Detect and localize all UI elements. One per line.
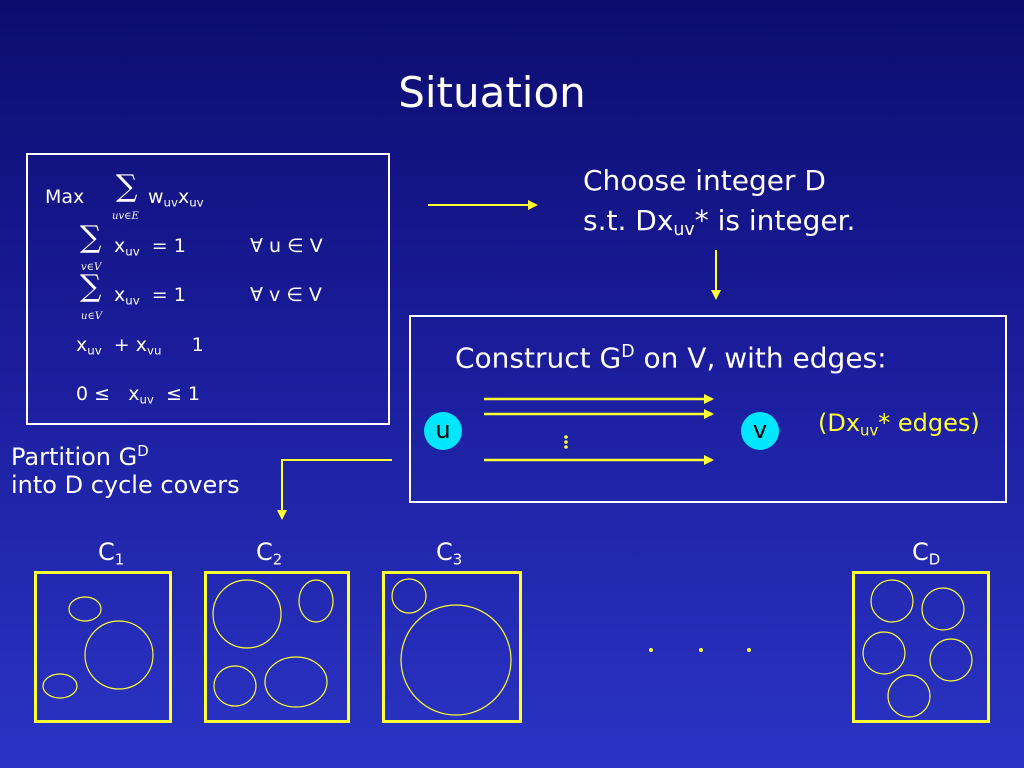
arrow-to-covers xyxy=(281,459,392,516)
cover-label-2: C2 xyxy=(256,538,283,569)
construct-graph-box xyxy=(409,315,1007,503)
cover-label-d: CD xyxy=(912,538,941,569)
cover-d-cycles xyxy=(862,579,973,718)
cycle xyxy=(887,674,931,718)
cover-label-1: C1 xyxy=(98,538,125,569)
cover-label-3: C3 xyxy=(436,538,463,569)
slide-title: Situation xyxy=(398,68,586,117)
covers-ellipsis-dot-1 xyxy=(649,648,653,652)
construct-heading: Construct GD on V, with edges: xyxy=(455,341,887,375)
cycle xyxy=(42,673,78,699)
cycle xyxy=(298,579,334,623)
cycle xyxy=(391,578,427,614)
cycle xyxy=(68,596,102,622)
node-v: v xyxy=(741,412,779,450)
cycle xyxy=(862,631,906,675)
lp-constraint-4: 0 ≤ xuv ≤ 1 xyxy=(76,383,201,407)
node-u: u xyxy=(424,412,462,450)
lp-sum-3: ∑ xyxy=(80,269,102,304)
cycle xyxy=(921,587,965,631)
cycle-cover-box-3 xyxy=(382,571,522,723)
cycle-cover-box-d xyxy=(852,571,990,723)
ellipsis-dot-1 xyxy=(564,435,568,439)
cycle xyxy=(870,579,914,623)
lp-sum-1-index: uv∈E xyxy=(112,211,139,222)
lp-sum-3-index: u∈V xyxy=(81,311,103,322)
partition-line-1: Partition GD xyxy=(11,442,149,471)
edges-count-label: (Dxuv* edges) xyxy=(818,409,980,440)
lp-forall-v: ∀ v ∈ V xyxy=(250,284,322,306)
lp-sum-2: ∑ xyxy=(80,220,102,255)
lp-sum-1: ∑ xyxy=(116,169,138,204)
cycle xyxy=(400,604,512,716)
cover-3-cycles xyxy=(391,578,512,716)
cover-2-cycles xyxy=(212,579,334,708)
lp-formulation-box xyxy=(26,153,390,425)
cycle xyxy=(264,656,328,708)
lp-constraint-3: xuv + xvu 1 xyxy=(76,334,204,358)
cover-1-cycles xyxy=(42,596,154,699)
choose-line-1: Choose integer D xyxy=(583,164,826,197)
ellipsis-dot-2 xyxy=(564,440,568,444)
covers-ellipsis-dot-2 xyxy=(699,648,703,652)
cycle-cover-box-1 xyxy=(34,571,172,723)
cycle xyxy=(213,665,257,707)
cycle xyxy=(929,638,973,682)
lp-forall-u: ∀ u ∈ V xyxy=(250,235,323,257)
choose-line-2: s.t. Dxuv* is integer. xyxy=(583,204,856,241)
cycle xyxy=(84,620,154,690)
ellipsis-dot-3 xyxy=(564,445,568,449)
lp-constraint-1: xuv = 1 xyxy=(114,235,186,259)
partition-line-2: into D cycle covers xyxy=(11,471,240,499)
cycle xyxy=(212,579,282,649)
lp-max-label: Max xyxy=(45,186,85,208)
covers-ellipsis-dot-3 xyxy=(747,648,751,652)
lp-sum-2-index: v∈V xyxy=(81,262,102,273)
lp-objective: wuvxuv xyxy=(148,186,204,210)
cycle-cover-box-2 xyxy=(204,571,350,723)
lp-constraint-2: xuv = 1 xyxy=(114,284,186,308)
